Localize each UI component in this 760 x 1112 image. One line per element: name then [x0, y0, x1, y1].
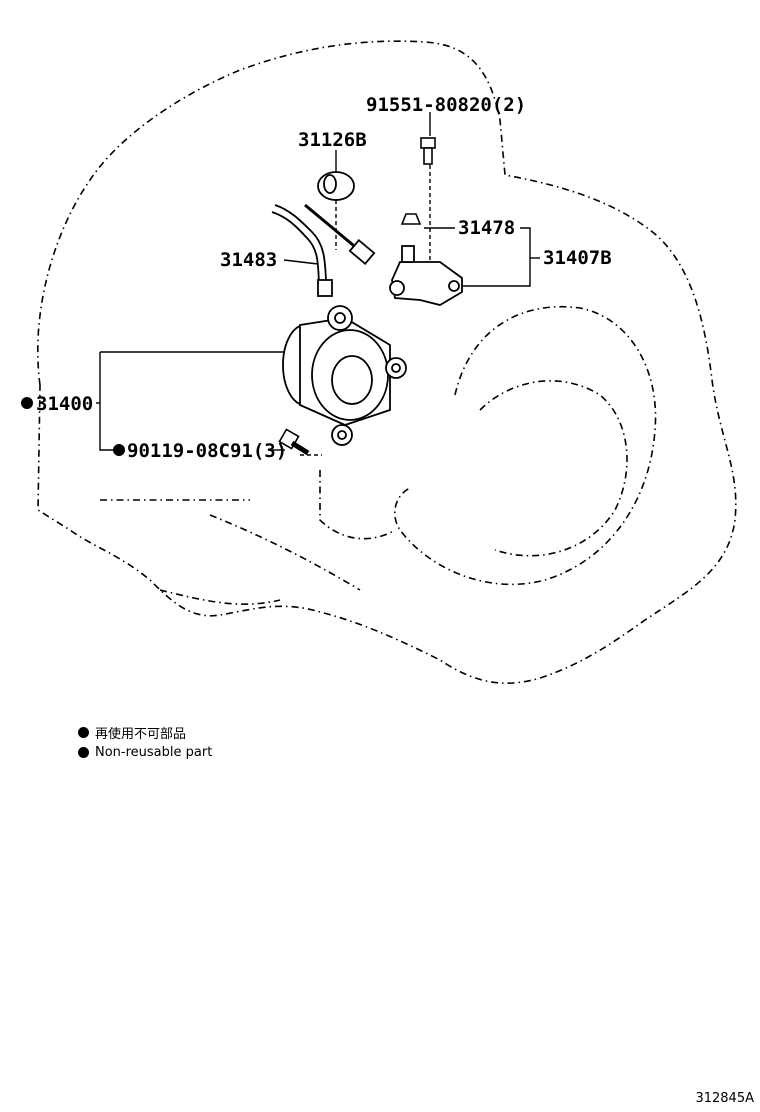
label-bleeder-cap: 31478: [458, 217, 515, 239]
union-drawing: [389, 245, 463, 306]
legend-text-jp: 再使用不可部品: [95, 726, 187, 742]
label-bolt-lower: 90119-08C91(3): [127, 440, 287, 462]
legend: 再使用不可部品 Non-reusable part: [78, 722, 212, 762]
label-release-cylinder: 31400: [36, 393, 93, 415]
bolt-lower-drawing: [278, 428, 310, 456]
label-bolt-top: 91551-80820(2): [366, 94, 526, 116]
legend-text-en: Non-reusable part: [95, 744, 213, 760]
label-boot: 31126B: [298, 129, 367, 151]
boot-drawing: [317, 171, 355, 201]
bolt-top-drawing: [420, 137, 436, 165]
legend-row-jp: 再使用不可部品: [78, 722, 212, 742]
release-cylinder-drawing: [282, 305, 407, 446]
transmission-housing: [37, 40, 737, 684]
reference-code: 312845A: [695, 1091, 754, 1106]
non-reusable-marker-90119: [113, 444, 125, 456]
bullet-icon: [78, 726, 89, 738]
label-union: 31407B: [543, 247, 612, 269]
non-reusable-marker-31400: [21, 397, 33, 409]
tube-drawing: [271, 203, 376, 297]
leader-lines: [96, 112, 540, 456]
bleeder-cap-drawing: [400, 213, 422, 225]
legend-row-en: Non-reusable part: [78, 742, 212, 762]
bullet-icon: [78, 746, 89, 758]
label-tube: 31483: [220, 249, 277, 271]
